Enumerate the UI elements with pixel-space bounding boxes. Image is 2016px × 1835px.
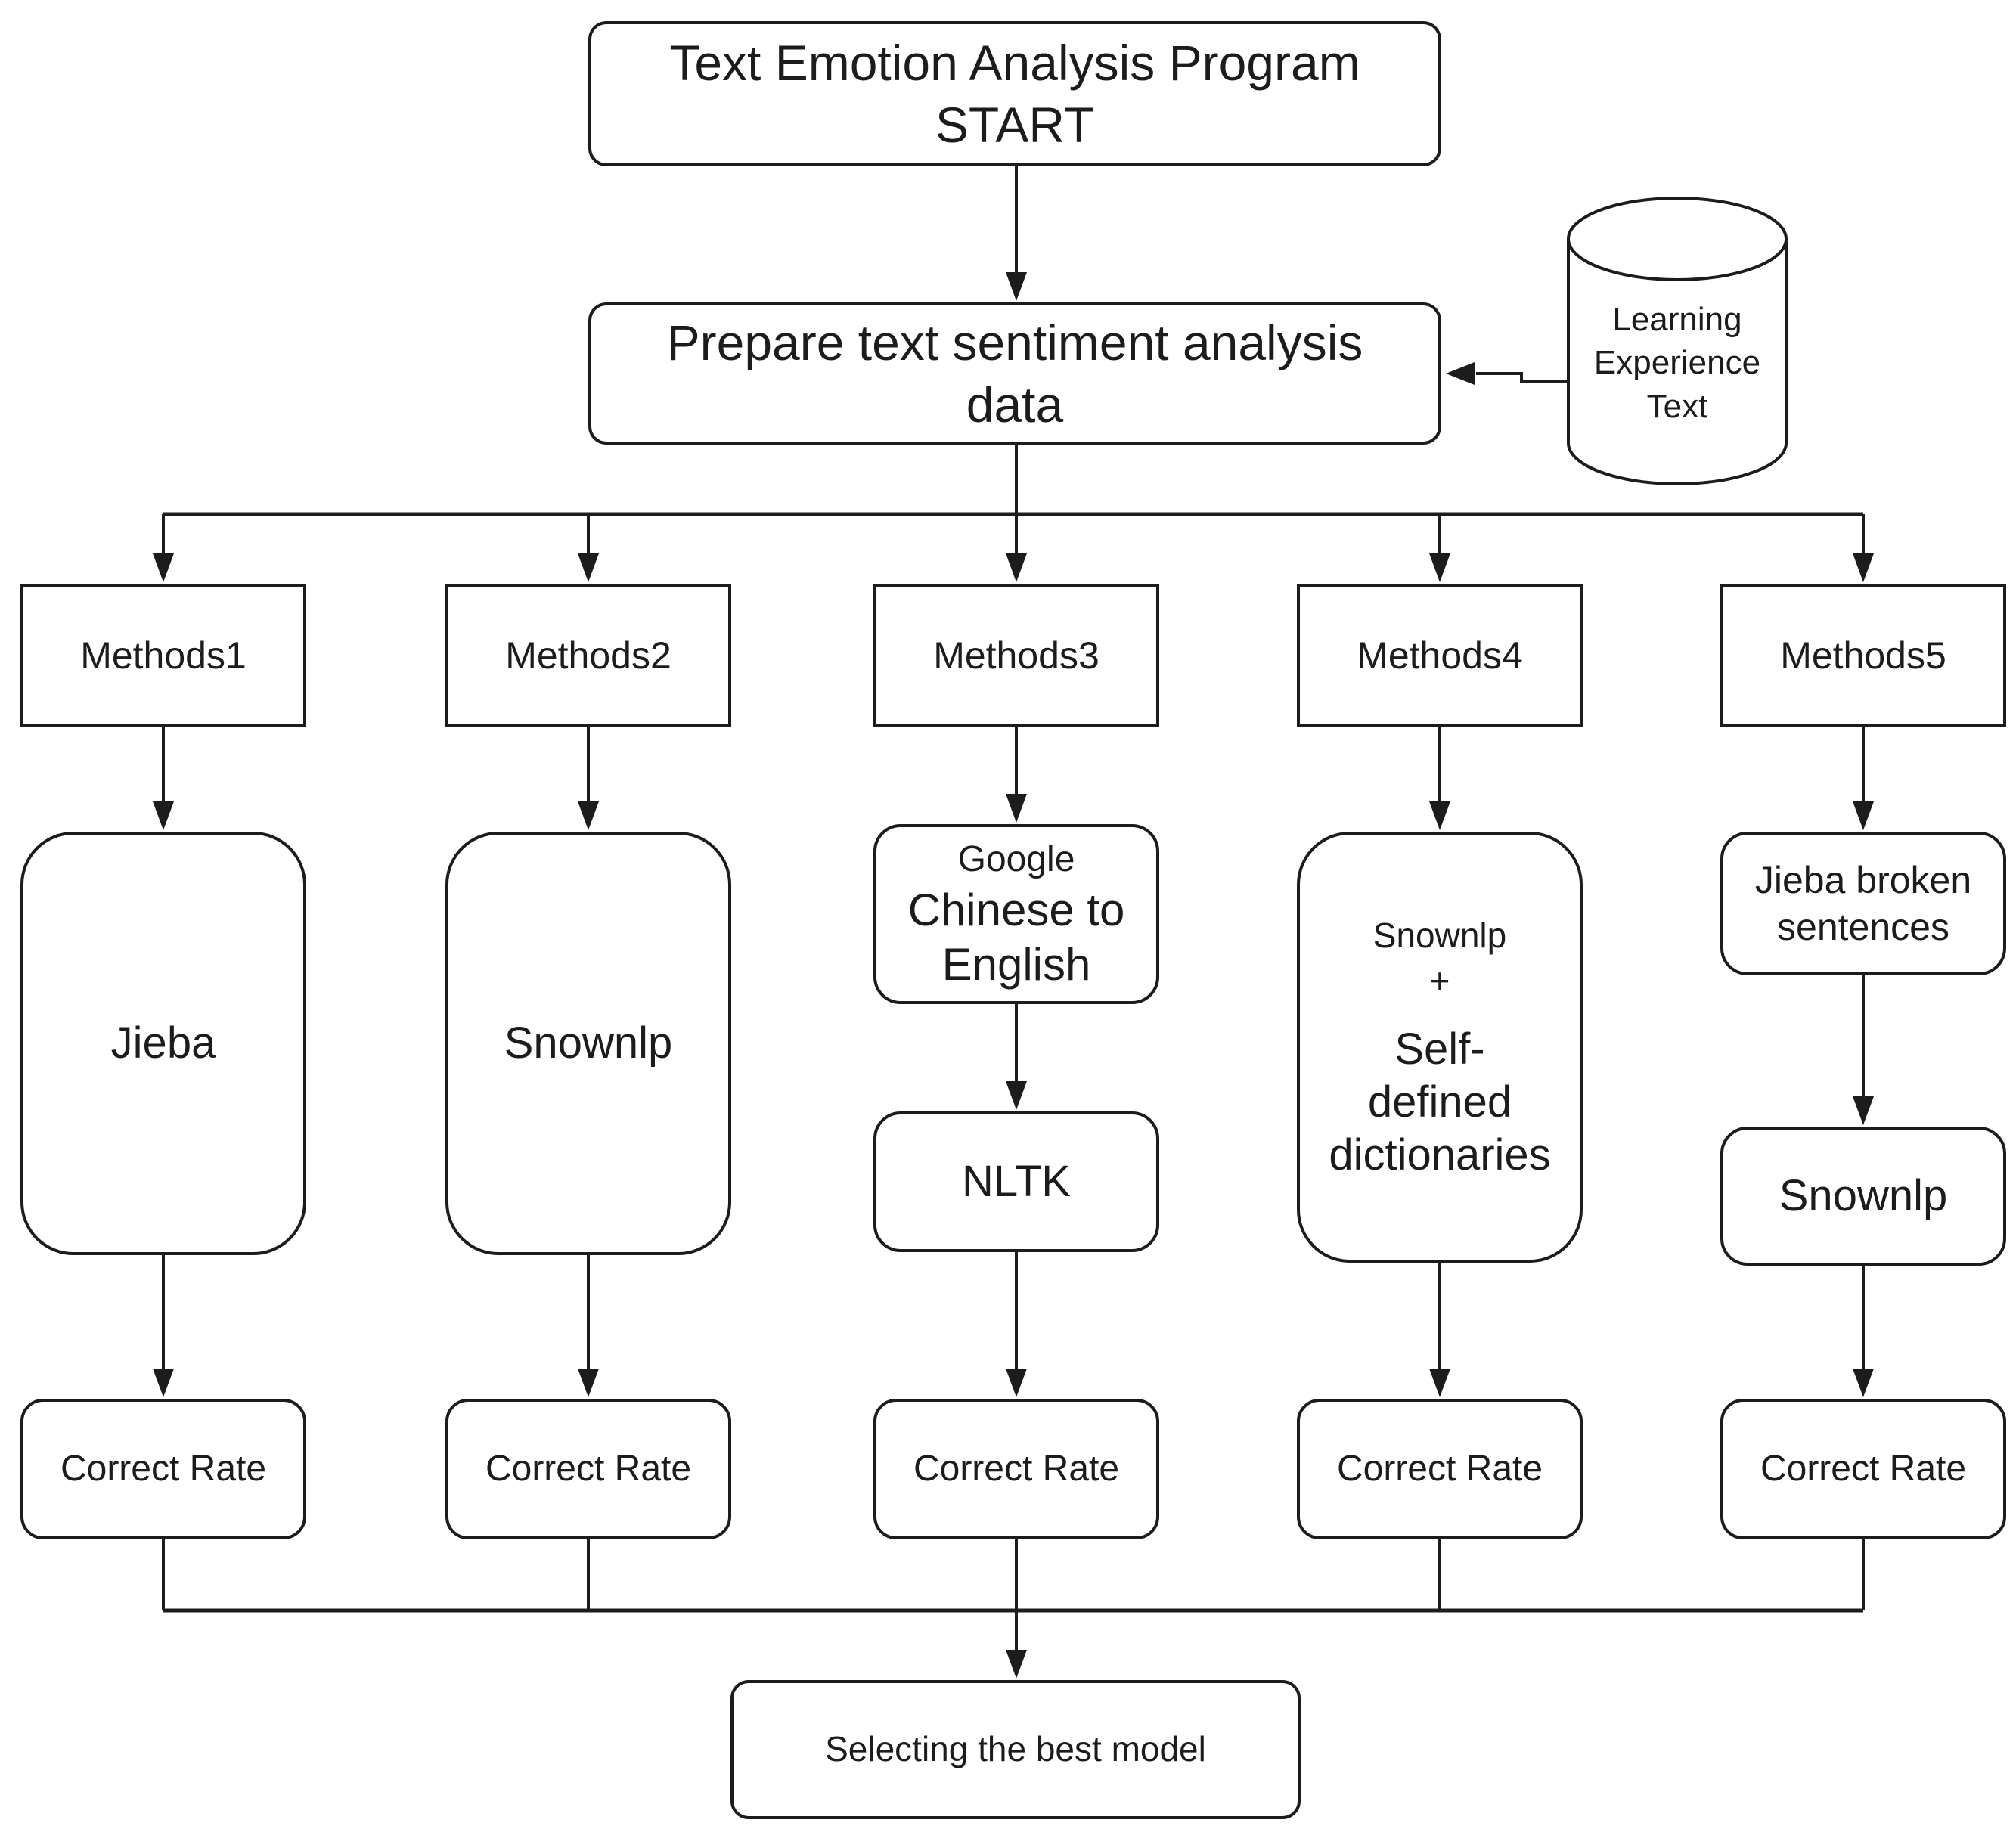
methods3-node: Methods3 [873,584,1159,727]
correct-rate-node-5: Correct Rate [1720,1399,2006,1539]
jieba-node: Jieba [20,832,306,1255]
edge-dictionaries-to-correct-rate-4 [1429,1263,1450,1397]
datastore-cylinder [1567,197,1788,485]
correct-rate-node-4: Correct Rate [1297,1399,1583,1539]
methods1-node: Methods1 [20,584,306,727]
methods2-node: Methods2 [445,584,731,727]
correct-rate-node-1: Correct Rate [20,1399,306,1539]
snownlp-after-jieba-node: Snownlp [1720,1127,2006,1266]
edge-branch-to-methods4 [1429,514,1450,582]
edge-merge-to-select-best [1006,1610,1027,1678]
edge-jieba-to-correct-rate-1 [153,1255,174,1397]
correct-rate-node-3: Correct Rate [873,1399,1159,1539]
google-translate-heading: Google [957,838,1075,879]
snownlp-dictionaries-label: Self- defined dictionaries [1329,1024,1551,1179]
edge-snownlp5-to-correct-rate-5 [1853,1266,1874,1397]
edge-datastore-to-prepare [1446,362,1568,385]
snownlp-node: Snownlp [445,832,731,1255]
google-translate-node: Google Chinese to English [873,824,1159,1004]
edge-google-to-nltk [1006,1004,1027,1110]
methods4-node: Methods4 [1297,584,1583,727]
edge-jieba-broken-to-snownlp [1853,975,1874,1125]
edge-methods4-to-dictionaries [1429,727,1450,830]
edge-snownlp-to-correct-rate-2 [578,1255,599,1397]
edge-branch-to-methods2 [578,514,599,582]
correct-rate-node-2: Correct Rate [445,1399,731,1539]
flow-edges [153,166,1874,1678]
methods5-node: Methods5 [1720,584,2006,727]
edge-start-to-prepare [1006,166,1027,301]
google-translate-label: Chinese to English [907,885,1125,990]
snownlp-dictionaries-node: Snownlp + Self- defined dictionaries [1297,832,1583,1263]
prepare-data-node: Prepare text sentiment analysis data [588,302,1441,445]
edge-methods1-to-jieba [153,727,174,830]
edge-branch-to-methods5 [1853,514,1874,582]
nltk-node: NLTK [873,1111,1159,1252]
datastore-label: Learning Experience Text [1593,301,1761,425]
edge-methods5-to-jieba-broken [1853,727,1874,830]
select-best-model-node: Selecting the best model [730,1680,1301,1819]
jieba-broken-sentences-node: Jieba broken sentences [1720,832,2006,975]
edge-methods2-to-snownlp [578,727,599,830]
edge-branch-to-methods1 [153,514,174,582]
start-node: Text Emotion Analysis Program START [588,21,1441,166]
edge-nltk-to-correct-rate-3 [1006,1252,1027,1397]
edge-methods3-to-google [1006,727,1027,823]
edge-branch-to-methods3 [1006,514,1027,582]
snownlp-dictionaries-heading: Snownlp + [1372,915,1507,1000]
